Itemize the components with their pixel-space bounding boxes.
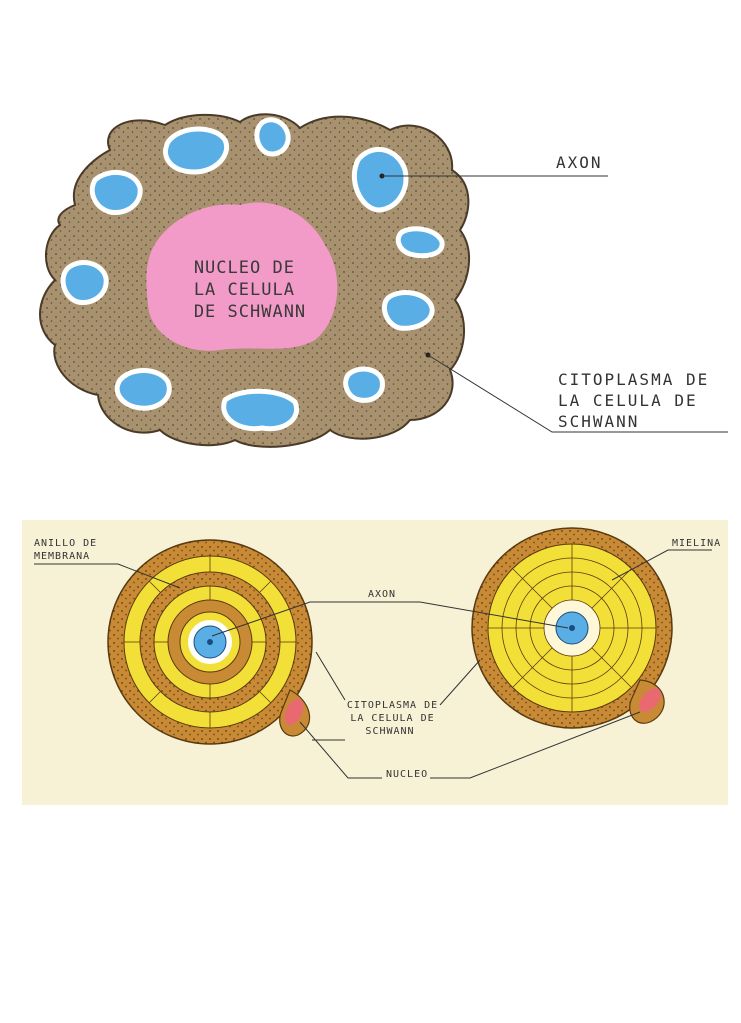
axon-5: [395, 226, 445, 259]
axon-label-top: AXON: [556, 153, 603, 172]
cytoplasm-label-top-line-2: LA CELULA DE: [558, 391, 698, 410]
svg-text:ANILLO DE MEMBRANA: ANILLO DE MEMBRANA: [34, 538, 104, 562]
schwann-cell-cross-section-top: NUCLEO DE LA CELULA DE SCHWANN AXON CITO…: [39, 113, 728, 448]
axon-10: [221, 388, 300, 432]
bottom-labels: ANILLO DE MEMBRANA AXON MIELINA CITOPLAS…: [34, 538, 721, 780]
axon-1: [163, 126, 230, 175]
axon-3: [89, 170, 143, 216]
axon-group: [60, 117, 445, 432]
axon-label-bottom: AXON: [368, 589, 396, 600]
axon-6: [60, 260, 109, 306]
cytoplasm-label-bottom-line-2: LA CELULA DE: [350, 713, 434, 724]
schwann-nucleus: [146, 202, 338, 351]
ring-label-line-1: ANILLO DE: [34, 538, 97, 549]
axon-4: [351, 147, 409, 213]
svg-text:NUCLEO DE LA CELULA: NUCLEO DE LA CELULA DE SCHWANN: [194, 258, 306, 322]
cytoplasm-label-bottom-line-3: SCHWANN: [365, 726, 414, 737]
cytoplasm-label-top-line-3: SCHWANN: [558, 412, 639, 431]
myelin-label: MIELINA: [672, 538, 721, 549]
myelin-spiral-left: [107, 539, 313, 745]
svg-text:CITOPLASMA DE LA CELULA: CITOPLASMA DE LA CELULA DE SCHWANN: [347, 700, 445, 737]
axon-2: [254, 117, 291, 157]
nucleus-label-line-1: NUCLEO DE: [194, 258, 295, 278]
svg-text:CITOPLASMA DE LA CELULA: CITOPLASMA DE LA CELULA DE SCHWANN: [558, 370, 721, 431]
nucleus-label-line-2: LA CELULA: [194, 280, 295, 300]
cytoplasm-label-top-line-1: CITOPLASMA DE: [558, 370, 709, 389]
axon-9: [343, 366, 385, 403]
axon-8: [114, 368, 172, 411]
nucleus-label-line-3: DE SCHWANN: [194, 302, 306, 322]
ring-label-line-2: MEMBRANA: [34, 551, 90, 562]
cytoplasm-label-bottom-line-1: CITOPLASMA DE: [347, 700, 438, 711]
myelin-compact-right: [471, 527, 673, 729]
axon-7: [382, 290, 435, 331]
nucleus-label-bottom: NUCLEO: [386, 769, 428, 780]
